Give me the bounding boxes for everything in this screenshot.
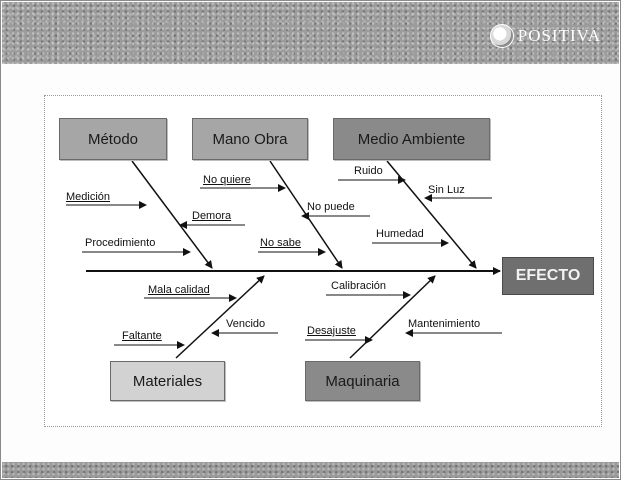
- cause-mantenimiento: Mantenimiento: [408, 318, 481, 330]
- cause-medicion: Medición: [66, 191, 111, 203]
- cause-sin-luz: Sin Luz: [428, 184, 465, 196]
- cause-desajuste: Desajuste: [307, 325, 356, 337]
- cause-mala-calidad: Mala calidad: [148, 284, 210, 296]
- cause-procedimiento: Procedimiento: [85, 237, 156, 249]
- cause-no-quiere: No quiere: [203, 174, 251, 186]
- category-mano-obra: Mano Obra: [192, 118, 308, 160]
- logo: POSITIVA: [489, 22, 601, 50]
- cause-no-puede: No puede: [307, 201, 355, 213]
- bone-materiales: [175, 275, 265, 359]
- logo-text: POSITIVA: [517, 26, 601, 45]
- category-maquinaria: Maquinaria: [305, 361, 420, 401]
- cause-demora: Demora: [192, 210, 232, 222]
- bone-metodo: [131, 160, 213, 269]
- bone-medio-ambiente: [386, 160, 477, 269]
- positiva-logo-icon: [489, 24, 514, 48]
- cause-no-sabe: No sabe: [260, 237, 301, 249]
- footer-band: [2, 462, 619, 478]
- cause-ruido: Ruido: [354, 165, 383, 177]
- effect-box: EFECTO: [502, 257, 594, 295]
- cause-humedad: Humedad: [376, 228, 424, 240]
- category-medio-ambiente: Medio Ambiente: [333, 118, 490, 160]
- cause-faltante: Faltante: [122, 330, 162, 342]
- cause-vencido: Vencido: [226, 318, 266, 330]
- cause-calibracion: Calibración: [331, 280, 387, 292]
- category-metodo: Método: [59, 118, 167, 160]
- category-materiales: Materiales: [110, 361, 225, 401]
- bone-maquinaria: [349, 275, 436, 359]
- header-band: POSITIVA: [2, 2, 619, 64]
